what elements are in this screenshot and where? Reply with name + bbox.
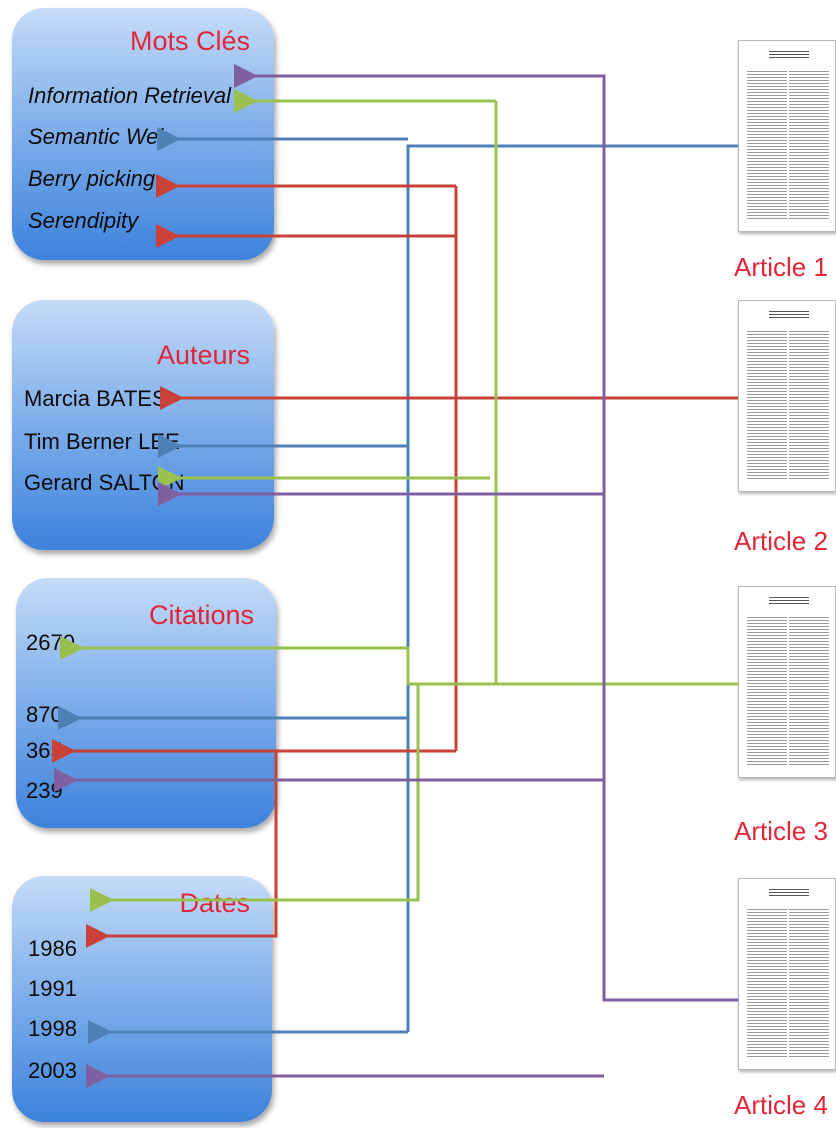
dates-box: Dates 1986 1991 1998 2003	[12, 876, 272, 1122]
keyword-berry-picking: Berry picking	[28, 166, 156, 191]
article-4[interactable]: Article 4	[734, 878, 836, 1120]
link-1991	[86, 751, 278, 948]
citation-870: 870	[26, 702, 63, 727]
keyword-semantic-web: Semantic Web	[28, 124, 171, 149]
date-1991: 1991	[28, 976, 77, 1001]
document-thumbnail	[738, 586, 836, 778]
keyword-information-retrieval: Information Retrieval	[28, 83, 231, 108]
keyword-serendipity: Serendipity	[28, 208, 139, 233]
article-4-label: Article 4	[734, 1090, 828, 1120]
citations-title: Citations	[148, 600, 254, 630]
link-2670	[60, 636, 496, 686]
dates-title: Dates	[179, 888, 250, 918]
link-1986	[90, 682, 440, 912]
article-2[interactable]: Article 2	[734, 300, 836, 570]
document-thumbnail	[738, 300, 836, 492]
date-1986: 1986	[28, 936, 77, 961]
auteurs-box: Auteurs Marcia BATES Tim Berner LEE Gera…	[12, 300, 274, 550]
author-marcia-bates: Marcia BATES	[24, 386, 167, 411]
mots-cles-title: Mots Clés	[129, 26, 250, 56]
link-article3-trunk	[494, 101, 738, 686]
author-tim-berner-lee: Tim Berner LEE	[24, 429, 180, 454]
author-gerard-salton: Gerard SALTON	[24, 470, 185, 495]
article-1-label: Article 1	[734, 252, 828, 282]
article-2-label: Article 2	[734, 526, 828, 556]
link-article4-trunk	[234, 64, 738, 1002]
article-3[interactable]: Article 3	[734, 586, 836, 856]
document-thumbnail	[738, 40, 836, 232]
document-thumbnail	[738, 878, 836, 1070]
article-3-label: Article 3	[734, 816, 828, 846]
date-2003: 2003	[28, 1058, 77, 1083]
mots-cles-box: Mots Clés Information Retrieval Semantic…	[12, 8, 274, 260]
article-1[interactable]: Article 1	[734, 40, 836, 290]
link-article1-trunk	[406, 144, 738, 1032]
date-1998: 1998	[28, 1016, 77, 1041]
auteurs-title: Auteurs	[156, 340, 250, 370]
